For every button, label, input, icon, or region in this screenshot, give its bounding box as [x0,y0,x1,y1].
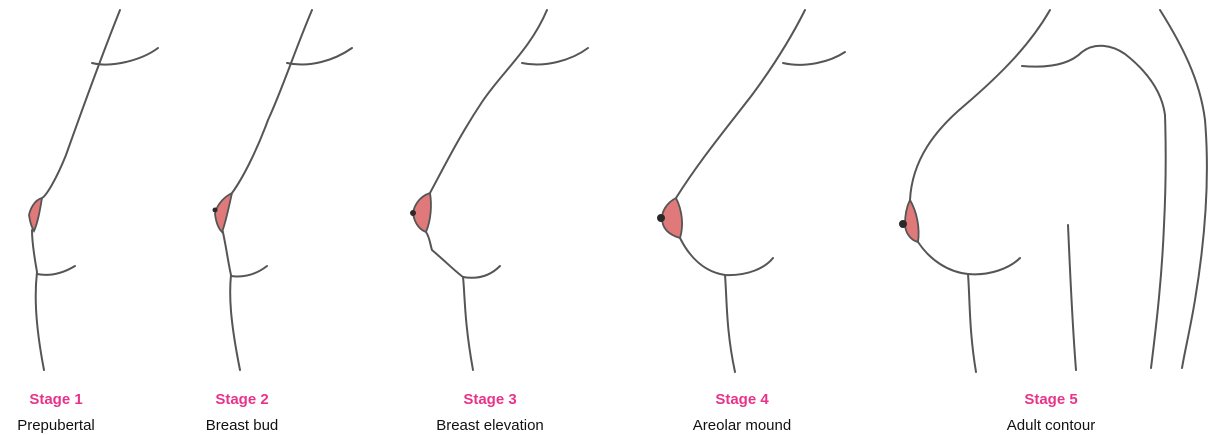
stage-5-shoulder-line [1022,46,1166,368]
stage-3-caption: Stage 3 Breast elevation [436,391,544,435]
stage-3-figure [410,10,588,370]
stage-2-fold-line [231,266,267,276]
stage-1-label: Stage 1 [17,391,95,409]
stage-2-figure [213,10,353,370]
stage-4-armpit-line [783,52,845,65]
stage-1-caption: Stage 1 Prepubertal [17,391,95,435]
stage-1-lower-chest [32,230,44,370]
stage-4-back-contour [676,10,805,198]
stage-4-description: Areolar mound [693,417,791,435]
stage-5-areola [905,200,919,242]
stage-3-armpit-line [522,48,588,65]
stage-4-label: Stage 4 [693,391,791,409]
stage-2-caption: Stage 2 Breast bud [206,391,279,435]
stage-1-fold-line [37,266,75,275]
stage-2-areola [215,193,232,232]
stage-2-nipple [213,208,218,213]
stage-4-lower-chest [725,275,735,372]
stage-5-back-contour [1160,10,1207,368]
stage-5-description: Adult contour [1007,417,1095,435]
stage-1-areola [29,198,42,231]
stage-1-description: Prepubertal [17,417,95,435]
stage-5-lower-chest [968,274,976,372]
stage-4-figure [657,10,845,372]
stage-5-label: Stage 5 [1007,391,1095,409]
stage-5-arm-line [1068,225,1076,370]
stage-5-nipple [899,220,907,228]
stage-5-front-contour [910,10,1050,200]
stage-4-nipple [657,214,665,222]
stage-1-figure [29,10,158,370]
stage-2-description: Breast bud [206,417,279,435]
stage-3-fold-line [463,266,500,278]
stage-3-back-contour [430,10,547,193]
stage-3-description: Breast elevation [436,417,544,435]
stage-5-figure [899,10,1207,372]
stage-4-lower-breast [680,238,773,275]
stage-5-lower-breast [918,242,1020,274]
stage-1-back-contour [42,10,120,198]
stage-3-lower-chest [463,277,473,370]
stage-2-label: Stage 2 [206,391,279,409]
stage-5-caption: Stage 5 Adult contour [1007,391,1095,435]
stage-2-lower-chest [222,228,240,370]
stage-4-caption: Stage 4 Areolar mound [693,391,791,435]
stage-3-nipple [410,210,416,216]
stage-3-label: Stage 3 [436,391,544,409]
stage-4-areola [662,198,682,238]
stage-3-lower-breast [426,232,463,277]
stage-2-back-contour [232,10,312,193]
